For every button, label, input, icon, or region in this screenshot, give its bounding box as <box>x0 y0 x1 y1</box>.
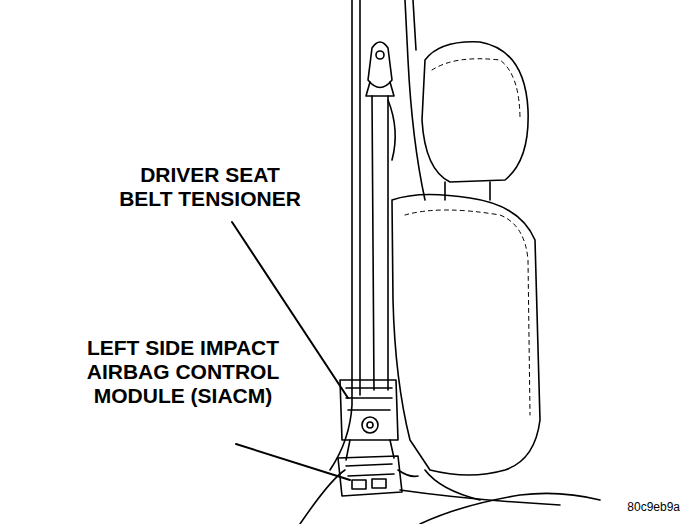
headrest <box>422 42 528 182</box>
module-connector <box>352 480 366 489</box>
tensioner-bolt <box>367 422 373 428</box>
seat-back <box>392 194 540 475</box>
belt-strap <box>388 100 395 160</box>
d-ring <box>368 42 392 88</box>
pillar-edge <box>405 0 425 200</box>
tensioner-detail <box>346 388 392 410</box>
belt-strap <box>387 96 389 390</box>
headrest-seam <box>432 59 520 120</box>
pillar-edge <box>359 0 361 395</box>
tensioner-spool <box>362 417 378 433</box>
seat-base <box>425 470 480 500</box>
seat-seam <box>405 210 530 415</box>
figure-code: 80c9eb9a <box>627 500 680 514</box>
pillar-edge <box>413 0 416 50</box>
tensioner <box>340 380 398 440</box>
d-ring <box>366 82 394 96</box>
wire <box>398 470 418 476</box>
leader-line <box>236 444 350 480</box>
module-detail <box>346 464 394 476</box>
belt-strap <box>372 96 374 390</box>
part-label: LEFT SIDE IMPACT AIRBAG CONTROL MODULE (… <box>72 336 294 408</box>
d-ring-bolt <box>376 51 384 59</box>
module-connector <box>372 479 386 488</box>
floor-line <box>420 493 600 524</box>
airbag-module <box>338 456 402 496</box>
part-label: DRIVER SEAT BELT TENSIONER <box>112 163 308 211</box>
floor-line <box>300 470 345 524</box>
